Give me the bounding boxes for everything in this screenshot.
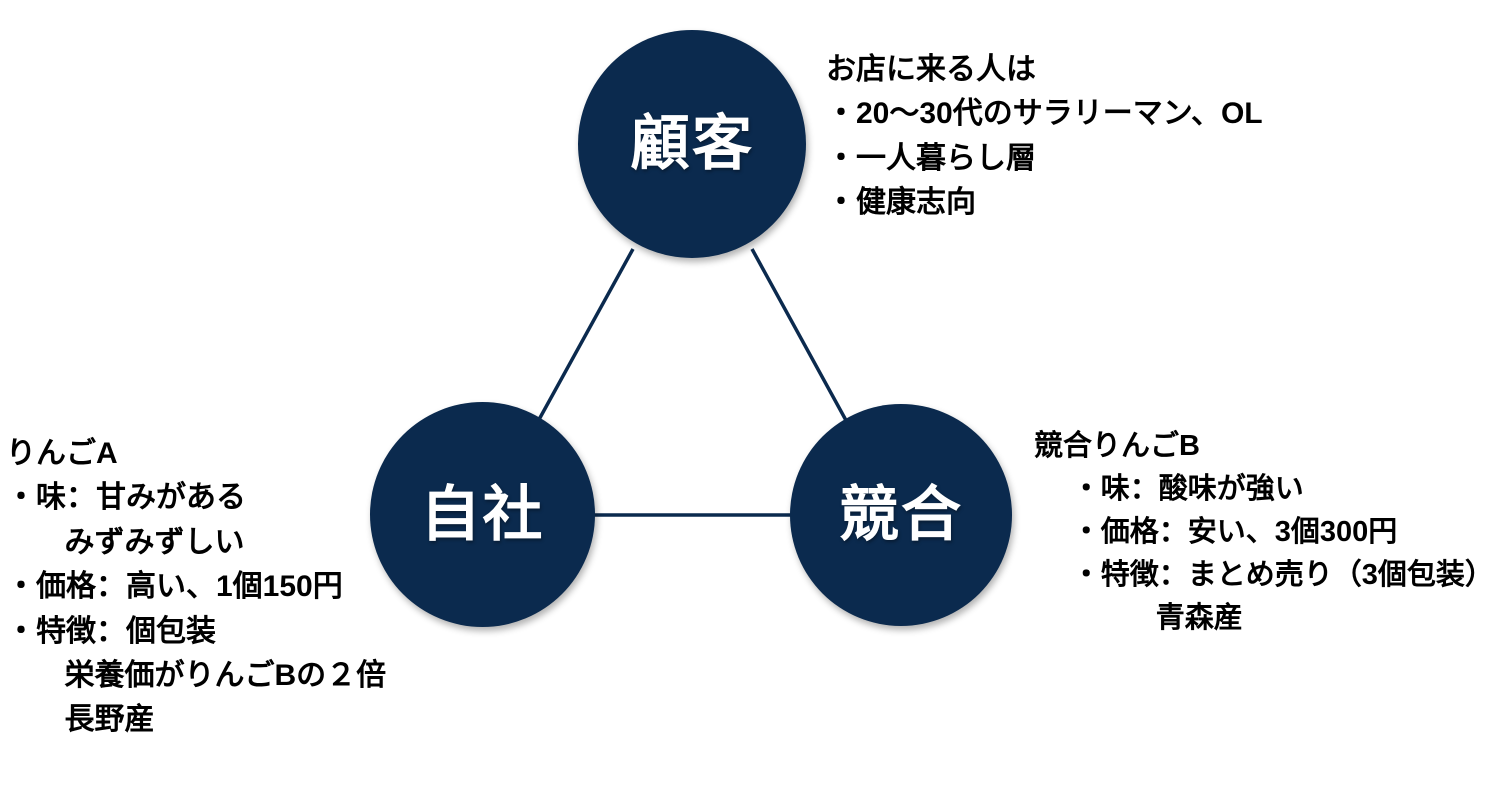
- note-company-line-3: ・価格：高い、1個150円: [6, 570, 343, 604]
- node-customer[interactable]: 顧客: [578, 30, 806, 258]
- node-company[interactable]: 自社: [370, 402, 595, 627]
- note-company-line-1: ・味：甘みがある: [6, 481, 246, 515]
- link-customer-company: [534, 248, 635, 426]
- node-customer-label: 顧客: [630, 110, 754, 177]
- note-customer-heading: お店に来る人は: [826, 53, 1036, 86]
- note-company-line-5: 栄養価がりんごBの２倍: [64, 658, 387, 692]
- note-customer-line-1: ・20〜30代のサラリーマン、OL: [826, 97, 1263, 131]
- note-competitor-line-1: ・味：酸味が強い: [1071, 472, 1304, 505]
- note-competitor-line-3: ・特徴：まとめ売り（3個包装）: [1071, 558, 1494, 591]
- note-company-product: りんごA ・味：甘みがある みずみずしい ・価格：高い、1個150円 ・特徴：個…: [6, 432, 386, 743]
- note-competitor-product: 競合りんごB ・味：酸味が強い ・価格：安い、3個300円 ・特徴：まとめ売り（…: [1034, 425, 1494, 640]
- note-customer-line-2: ・一人暮らし層: [826, 141, 1036, 175]
- note-competitor-heading: 競合りんごB: [1034, 430, 1200, 462]
- note-competitor-line-4: 青森産: [1155, 601, 1243, 634]
- note-competitor-line-2: ・価格：安い、3個300円: [1071, 515, 1398, 548]
- note-company-line-6: 長野産: [64, 703, 155, 737]
- link-customer-competitor: [750, 248, 850, 425]
- node-competitor[interactable]: 競合: [790, 404, 1012, 626]
- note-company-line-4: ・特徴：個包装: [6, 614, 216, 648]
- note-customer-line-3: ・健康志向: [826, 186, 976, 220]
- node-competitor-label: 競合: [839, 481, 963, 548]
- note-customer: お店に来る人は ・20〜30代のサラリーマン、OL ・一人暮らし層 ・健康志向: [826, 48, 1263, 226]
- node-company-label: 自社: [420, 480, 545, 548]
- note-company-heading: りんごA: [6, 437, 118, 470]
- note-company-line-2: みずみずしい: [64, 525, 245, 559]
